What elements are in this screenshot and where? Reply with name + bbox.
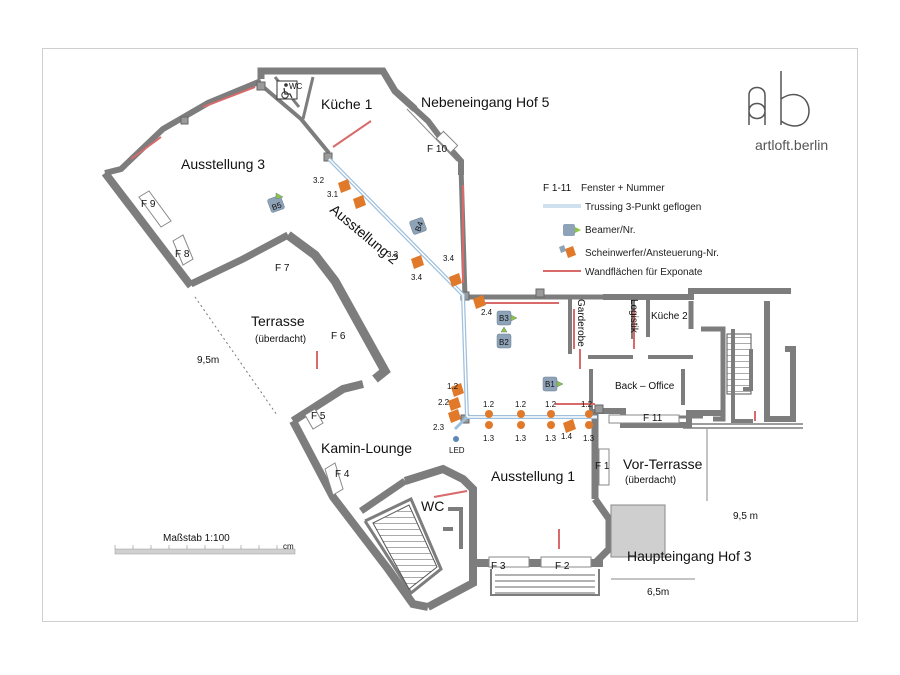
spot-1-3-d: 1.3	[583, 434, 595, 443]
window-f10: F 10	[427, 144, 447, 155]
beamer-b1: B1	[545, 380, 555, 389]
spot-1-2-b: 1.2	[515, 400, 527, 409]
scale-unit: cm	[283, 542, 294, 551]
beamer-b2: B2	[499, 338, 509, 347]
window-f4: F 4	[335, 469, 350, 480]
staircase-right	[726, 333, 752, 395]
window-f9: F 9	[141, 199, 156, 210]
spot-2-2: 2.2	[438, 398, 450, 407]
dimension-lines	[611, 429, 708, 580]
scale-label: Maßstab 1:100	[163, 533, 230, 544]
beamer-b3: B3	[499, 314, 509, 323]
window-f11: F 11	[643, 413, 663, 424]
spot-1-3-c: 1.3	[545, 434, 557, 443]
legend-trussing: Trussing 3-Punkt geflogen	[585, 202, 701, 213]
legend-scheinwerfer: Scheinwerfer/Ansteuerung-Nr.	[585, 248, 719, 259]
label-nebeneingang: Nebeneingang Hof 5	[421, 94, 550, 110]
legend-fenster-desc: Fenster + Nummer	[581, 183, 665, 194]
windows	[138, 108, 680, 568]
spot-1-2-c: 1.2	[545, 400, 557, 409]
legend-beamer: Beamer/Nr.	[585, 225, 636, 236]
dim-terrasse: 9,5m	[197, 355, 219, 366]
spot-2-3: 2.3	[433, 423, 445, 432]
room-terrasse: Terrasse	[251, 313, 305, 329]
window-f8: F 8	[175, 249, 190, 260]
spot-3-4-lower: 3.4	[411, 273, 423, 282]
terrasse-boundary	[194, 296, 278, 416]
dim-vor-terrasse: 9,5 m	[733, 511, 758, 522]
scale-bar	[114, 545, 296, 555]
entrance-ramp	[610, 504, 666, 558]
spot-1-2-a: 1.2	[483, 400, 495, 409]
room-back-office: Back – Office	[615, 381, 675, 392]
legend-fenster: F 1-11	[543, 183, 572, 194]
spot-1-2-d: 1.2	[581, 400, 593, 409]
spot-1-4: 1.4	[561, 432, 573, 441]
beamer-b5: B5	[271, 200, 284, 212]
room-terrasse-sub: (überdacht)	[255, 334, 306, 345]
accessible-wc-icon	[276, 80, 298, 100]
room-kueche-1: Küche 1	[321, 96, 373, 112]
walls	[101, 67, 796, 611]
legend-wand: Wandflächen für Exponate	[585, 267, 703, 278]
spot-led: LED	[449, 446, 465, 455]
spot-1-3-b: 1.3	[515, 434, 527, 443]
spot-3-2: 3.2	[313, 176, 325, 185]
spotlights	[338, 179, 593, 442]
spot-3-3: 3.3	[387, 250, 399, 259]
trussing	[327, 157, 597, 431]
spot-2-4: 2.4	[481, 308, 493, 317]
room-vor-terrasse-sub: (überdacht)	[625, 475, 676, 486]
floor-plan: artloft.berlin Ausstellung 3 Ausstellung…	[101, 67, 828, 611]
spot-1-2-left: 1.2	[447, 382, 459, 391]
room-kueche-2: Küche 2	[651, 311, 688, 322]
label-haupteingang: Haupteingang Hof 3	[627, 548, 752, 564]
room-ausstellung-3: Ausstellung 3	[181, 156, 265, 172]
beamer-b4: B4	[413, 220, 425, 233]
window-f2: F 2	[555, 561, 570, 572]
room-vor-terrasse: Vor-Terrasse	[623, 456, 703, 472]
room-kamin-lounge: Kamin-Lounge	[321, 440, 412, 456]
staircase-left	[372, 504, 438, 590]
room-garderobe: Garderobe	[575, 299, 586, 347]
brand-name: artloft.berlin	[755, 137, 828, 153]
dim-eingang: 6,5m	[647, 587, 669, 598]
wc-icon-label: WC	[289, 82, 303, 91]
window-f5: F 5	[311, 411, 326, 422]
right-building	[683, 329, 803, 429]
brand-logo-icon	[748, 71, 810, 127]
spot-3-1: 3.1	[327, 190, 339, 199]
spot-1-3-a: 1.3	[483, 434, 495, 443]
room-wc: WC	[421, 498, 444, 514]
beamers	[267, 192, 564, 392]
window-f7: F 7	[275, 263, 290, 274]
room-logistik: Logistik	[628, 299, 639, 334]
floor-plan-sheet: artloft.berlin Ausstellung 3 Ausstellung…	[42, 48, 858, 622]
window-f6: F 6	[331, 331, 346, 342]
spot-3-4-upper: 3.4	[443, 254, 455, 263]
steps-haupteingang	[495, 574, 595, 594]
room-ausstellung-1: Ausstellung 1	[491, 468, 575, 484]
window-f1: F 1	[595, 461, 610, 472]
exhibit-walls	[130, 86, 756, 549]
window-f3: F 3	[491, 561, 506, 572]
legend	[543, 204, 581, 272]
